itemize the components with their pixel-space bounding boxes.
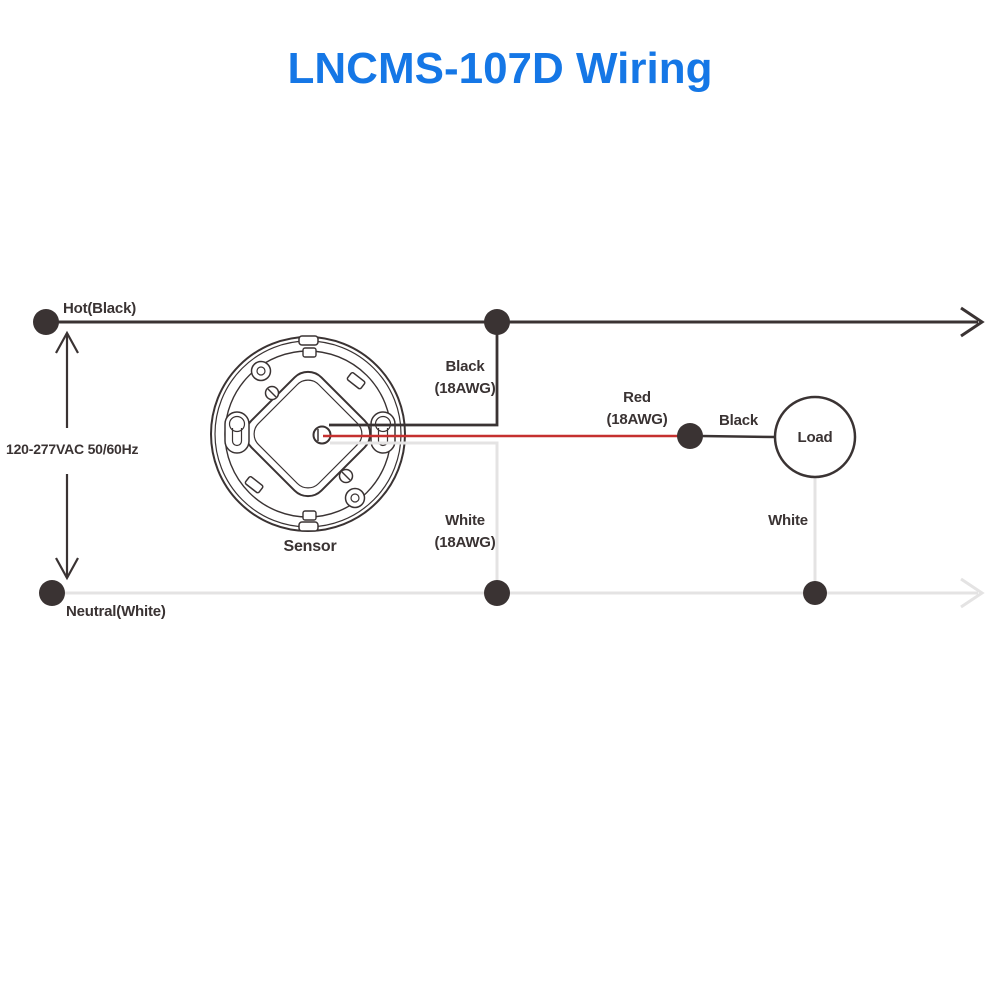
sensor-tab-top: [298, 335, 319, 346]
black-wire-label-line1: Black: [445, 358, 485, 375]
neutral-label: Neutral(White): [66, 603, 166, 620]
sensor-label: Sensor: [283, 538, 337, 555]
hot-sensor-junction-dot: [484, 309, 510, 335]
white-wire-label-line1: White: [445, 512, 485, 529]
hot-left-junction-dot: [33, 309, 59, 335]
red-wire-label-line2: (18AWG): [606, 411, 668, 428]
sensor-white-wire: [330, 441, 499, 582]
load-label: Load: [797, 429, 833, 446]
page-title: LNCMS-107D Wiring: [287, 44, 713, 93]
white-wire-label: White (18AWG): [425, 510, 505, 554]
sensor-clip-bottom-left: [244, 475, 264, 494]
hot-label: Hot(Black): [63, 300, 137, 317]
neutral-load-junction-dot: [803, 581, 827, 605]
hot-line-arrow: [960, 306, 985, 338]
neutral-sensor-junction-dot: [484, 580, 510, 606]
black-wire-label-line2: (18AWG): [434, 380, 496, 397]
sensor-screw-top-left: [264, 385, 280, 401]
black-wire-label: Black (18AWG): [425, 356, 505, 400]
sensor-keyhole-right: [370, 411, 396, 454]
sensor-black-wire: [329, 332, 499, 427]
white-wire-label-line2: (18AWG): [434, 534, 496, 551]
neutral-left-junction-dot: [39, 580, 65, 606]
neutral-line-arrow: [960, 577, 985, 609]
load-circle: [773, 395, 857, 479]
sensor-screw-bottom-right: [338, 468, 354, 484]
red-wire-label-line1: Red: [623, 389, 651, 406]
sensor-keyhole-left: [224, 411, 250, 454]
voltage-span-arrow: [55, 330, 79, 581]
red-wire-label: Red (18AWG): [597, 387, 677, 431]
load-black-wire: [700, 434, 777, 439]
sensor-tab-bottom: [298, 521, 319, 532]
load-black-label: Black: [718, 412, 759, 429]
load-white-label: White: [768, 512, 808, 529]
voltage-label: 120-277VAC 50/60Hz: [6, 441, 139, 457]
sensor-mount-hole-top-left: [250, 360, 272, 382]
red-black-wire-nut-dot: [677, 423, 703, 449]
sensor-drawing: [210, 335, 406, 532]
sensor-mount-hole-bottom-right: [344, 487, 366, 509]
sensor-clip-top-right: [346, 371, 366, 390]
